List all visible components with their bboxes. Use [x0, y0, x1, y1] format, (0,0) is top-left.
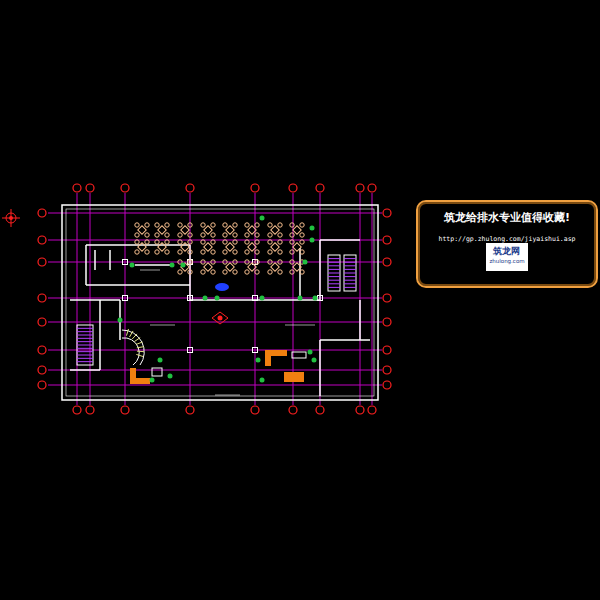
logo-domain: zhulong.com — [489, 258, 524, 264]
axis-line — [190, 193, 191, 405]
wall — [70, 369, 100, 371]
axis-bubble — [383, 236, 391, 244]
axis-bubble — [186, 406, 194, 414]
axis-bubble — [186, 184, 194, 192]
info-card: 筑龙给排水专业值得收藏! http://gp.zhulong.com/jiyais… — [416, 200, 598, 288]
axis-bubble — [38, 346, 46, 354]
sofas — [130, 350, 306, 384]
wall — [359, 300, 361, 340]
axis-bubbles — [38, 184, 391, 414]
wall — [94, 250, 96, 270]
axis-bubble — [73, 184, 81, 192]
axis-bubble — [251, 406, 259, 414]
axis-bubble — [289, 184, 297, 192]
axis-bubble — [368, 184, 376, 192]
axis-bubble — [38, 366, 46, 374]
axis-bubble — [383, 346, 391, 354]
axis-bubble — [251, 184, 259, 192]
dining-tables — [135, 223, 304, 274]
logo-box: 筑龙网zhulong.com — [486, 243, 527, 271]
axis-bubble — [86, 184, 94, 192]
axis-line — [372, 193, 373, 405]
axis-bubble — [316, 184, 324, 192]
axis-bubble — [356, 406, 364, 414]
axis-bubble — [383, 318, 391, 326]
wall — [319, 340, 321, 396]
wall — [86, 284, 190, 286]
axis-line — [48, 385, 382, 386]
axis-bubble — [383, 209, 391, 217]
wall — [135, 264, 170, 266]
leader-lines — [140, 270, 315, 395]
axis-line — [320, 193, 321, 405]
wall — [320, 239, 360, 241]
reference-marker — [2, 209, 20, 227]
axis-line — [48, 370, 382, 371]
axis-bubble — [121, 406, 129, 414]
axis-line — [360, 193, 361, 405]
axis-bubble — [38, 236, 46, 244]
axis-bubble — [38, 294, 46, 302]
axis-bubble — [383, 258, 391, 266]
axis-line — [125, 193, 126, 405]
columns — [123, 260, 323, 353]
axis-bubble — [38, 381, 46, 389]
wall — [319, 240, 321, 300]
curved-stair — [122, 329, 144, 365]
axis-line — [48, 322, 382, 323]
wall — [189, 245, 191, 300]
logo-name: 筑龙网 — [489, 245, 524, 258]
axis-bubble — [38, 258, 46, 266]
walls — [62, 205, 378, 400]
axis-bubble — [38, 318, 46, 326]
stairs — [77, 255, 356, 365]
axis-line — [48, 350, 382, 351]
axis-bubble — [356, 184, 364, 192]
axis-bubble — [38, 209, 46, 217]
card-url: http://gp.zhulong.com/jiyaishui.asp — [422, 235, 592, 243]
axis-bubble — [86, 406, 94, 414]
axis-bubble — [121, 184, 129, 192]
axis-bubble — [289, 406, 297, 414]
plants — [118, 216, 318, 383]
axis-bubble — [383, 381, 391, 389]
wall — [320, 339, 370, 341]
axis-line — [77, 193, 78, 405]
wall — [85, 245, 87, 285]
feature-symbols — [212, 283, 229, 324]
axis-bubble — [383, 366, 391, 374]
card-title: 筑龙给排水专业值得收藏! — [422, 210, 592, 225]
axis-grid — [48, 193, 382, 405]
wall — [109, 250, 111, 270]
axis-bubble — [368, 406, 376, 414]
wall — [99, 300, 101, 370]
axis-line — [48, 213, 382, 214]
wall — [70, 299, 120, 301]
axis-bubble — [316, 406, 324, 414]
axis-line — [90, 193, 91, 405]
axis-bubble — [73, 406, 81, 414]
axis-bubble — [383, 294, 391, 302]
